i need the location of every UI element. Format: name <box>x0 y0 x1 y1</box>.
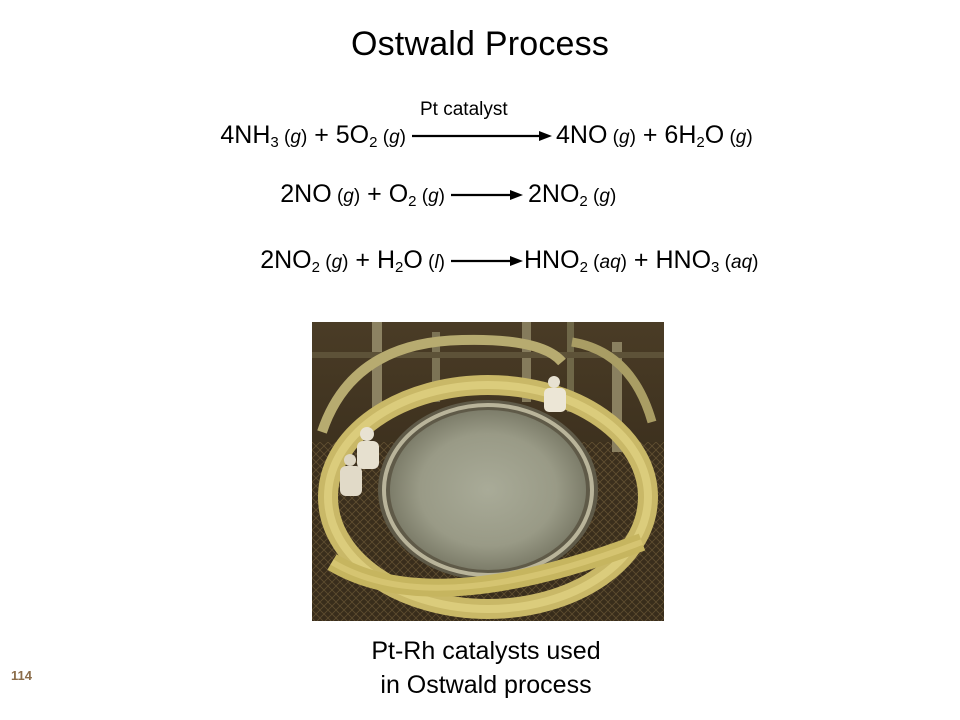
state-symbol: (g) <box>607 127 636 148</box>
state-symbol: (g) <box>416 186 445 207</box>
chemical-species: 2NO2 (g) <box>260 246 349 276</box>
equation-1-products: 4NO (g) + 6H2O (g) <box>556 115 753 158</box>
state-symbol: (g) <box>377 127 406 148</box>
equation-1-reactants: 4NH3 (g) + 5O2 (g) <box>220 115 406 158</box>
state-symbol: (g) <box>724 127 753 148</box>
state-symbol: (g) <box>319 252 349 273</box>
state-symbol: (aq) <box>587 252 627 273</box>
chemical-species: 4NO (g) <box>556 121 636 149</box>
slide-title: Ostwald Process <box>350 25 610 63</box>
catalyst-label: Pt catalyst <box>420 99 508 120</box>
worker-figure <box>340 427 379 496</box>
equation-2-products: 2NO2 (g) <box>528 174 616 217</box>
chemical-species: 6H2O (g) <box>664 121 753 151</box>
chemical-species: O2 (g) <box>388 180 445 210</box>
chemical-species: 5O2 (g) <box>335 121 406 151</box>
plus-sign: + <box>360 180 389 208</box>
caption-line-1: Pt-Rh catalysts used <box>371 637 601 665</box>
plus-sign: + <box>635 121 665 149</box>
state-symbol: (l) <box>422 252 445 273</box>
chemical-species: 2NO (g) <box>280 180 361 208</box>
plus-sign: + <box>626 246 656 274</box>
chemical-species: 4NH3 (g) <box>220 121 308 151</box>
chemical-species: H2O (l) <box>376 246 445 276</box>
equation-2-reactants: 2NO (g) + O2 (g) <box>280 174 445 217</box>
equation-no2-hydration: 2NO2 (g) + H2O (l) HNO2 (aq) + HNO3 (aq) <box>0 240 960 280</box>
caption-line-2: in Ostwald process <box>380 671 592 699</box>
state-symbol: (g) <box>331 186 361 207</box>
chemical-species: HNO2 (aq) <box>524 246 627 276</box>
reaction-arrow <box>451 189 523 201</box>
catalyst-reactor-photo <box>312 322 664 621</box>
page-number: 114 <box>11 668 32 683</box>
equation-3-reactants: 2NO2 (g) + H2O (l) <box>260 240 445 283</box>
equation-ammonia-oxidation: 4NH3 (g) + 5O2 (g) Pt catalyst 4NO (g) +… <box>0 99 960 158</box>
equation-no-oxidation: 2NO (g) + O2 (g) 2NO2 (g) <box>0 174 960 214</box>
photo-caption: Pt-Rh catalysts used in Ostwald process <box>300 634 672 702</box>
plus-sign: + <box>348 246 377 274</box>
reaction-arrow <box>451 255 523 267</box>
reaction-arrow <box>412 130 552 142</box>
state-symbol: (g) <box>278 127 308 148</box>
chemical-species: 2NO2 (g) <box>528 180 617 210</box>
equation-3-products: HNO2 (aq) + HNO3 (aq) <box>524 240 758 283</box>
chemical-species: HNO3 (aq) <box>655 246 759 276</box>
plus-sign: + <box>307 121 336 149</box>
state-symbol: (g) <box>587 186 617 207</box>
state-symbol: (aq) <box>719 252 759 273</box>
